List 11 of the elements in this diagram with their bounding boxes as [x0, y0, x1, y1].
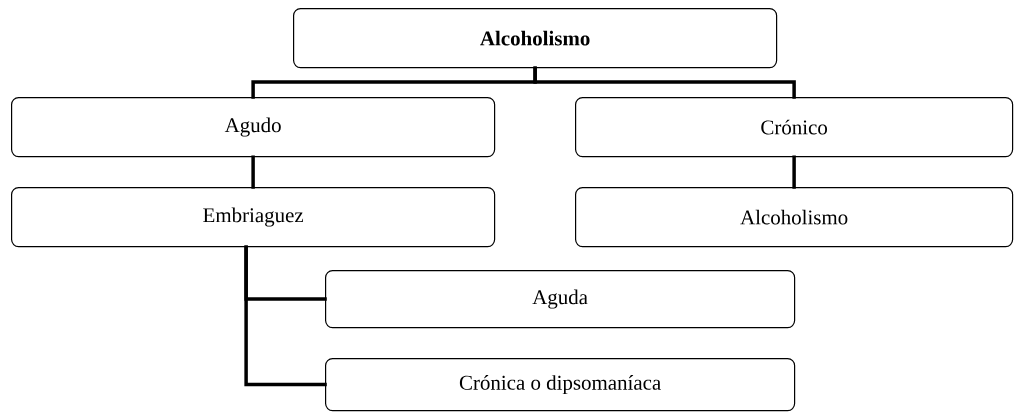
category-box: Crónica o dipsomaníaca — [325, 358, 796, 412]
category-box: Alcoholismo — [293, 8, 778, 69]
connector-line — [251, 155, 255, 189]
category-box: Aguda — [325, 270, 796, 329]
connector-line — [792, 155, 796, 189]
category-box: Embriaguez — [11, 187, 496, 248]
category-box: Crónico — [575, 97, 1014, 158]
category-box: Agudo — [11, 97, 496, 158]
category-box: Alcoholismo — [575, 187, 1014, 248]
connector-line — [533, 66, 796, 99]
connector-line — [244, 245, 327, 387]
